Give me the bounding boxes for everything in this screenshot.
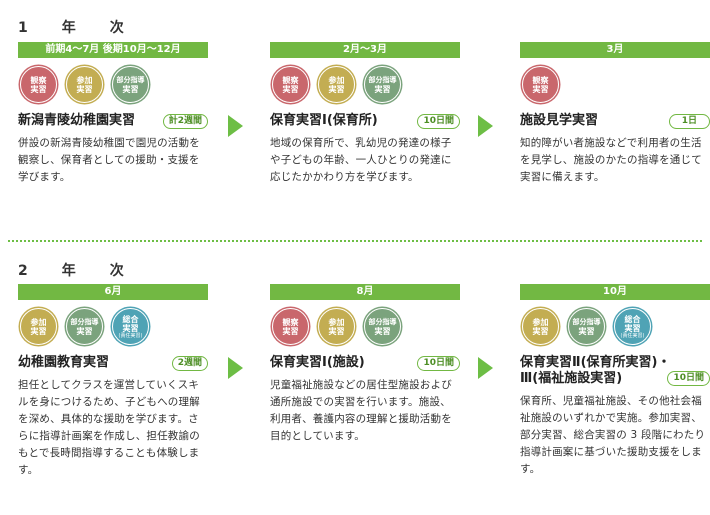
period-banner: 前期4〜7月 後期10月〜12月 xyxy=(18,42,208,58)
participation-badge: 参加実習 xyxy=(318,308,355,345)
observation-badge: 観察実習 xyxy=(272,308,309,345)
observation-badge: 観察実習 xyxy=(522,66,559,103)
card-title: 新潟青陵幼稚園実習 xyxy=(18,113,136,128)
year-1-heading: 1 年 次 xyxy=(18,20,134,36)
card-title-row: 施設見学実習 1日 xyxy=(520,113,710,129)
card-description: 担任としてクラスを運営していくスキルを身につけるため、子どもへの理解を深め、具体… xyxy=(18,379,200,476)
card-description: 地域の保育所で、乳幼児の発達の様子や子どもの年齢、一人ひとりの発達に応じたかかわ… xyxy=(270,137,452,183)
arrow-right-icon xyxy=(478,115,493,137)
card-title-block: 保育実習Ⅱ(保育所実習)・ Ⅲ(福祉施設実習) 10日間 xyxy=(520,355,710,387)
card-title: 施設見学実習 xyxy=(520,113,599,128)
card-description: 児童福祉施設などの居住型施設および通所施設での実習を行います。施設、利用者、養護… xyxy=(270,379,452,442)
partial-guidance-badge: 部分指導実習 xyxy=(112,66,149,103)
partial-guidance-badge: 部分指導実習 xyxy=(364,66,401,103)
participation-badge: 参加実習 xyxy=(318,66,355,103)
practicum-card-nursery-1: 2月〜3月 観察実習 参加実習 部分指導実習 保育実習Ⅰ(保育所) 10日間 地… xyxy=(270,42,460,186)
badge-row: 観察実習 参加実習 部分指導実習 xyxy=(270,307,460,346)
card-title-row: 保育実習Ⅰ(施設) 10日間 xyxy=(270,355,460,371)
partial-guidance-badge: 部分指導実習 xyxy=(66,308,103,345)
badge-row: 観察実習 参加実習 部分指導実習 xyxy=(18,65,208,104)
comprehensive-badge: 総合実習(責任実習) xyxy=(112,308,149,345)
period-banner: 2月〜3月 xyxy=(270,42,460,58)
card-title: 保育実習Ⅰ(施設) xyxy=(270,355,365,370)
year-2-heading: 2 年 次 xyxy=(18,263,134,279)
card-title-row: 新潟青陵幼稚園実習 計2週間 xyxy=(18,113,208,129)
duration-pill: 1日 xyxy=(668,114,710,129)
period-banner: 8月 xyxy=(270,284,460,300)
participation-badge: 参加実習 xyxy=(66,66,103,103)
practicum-card-nursery-2-3: 10月 参加実習 部分指導実習 総合実習(責任実習) 保育実習Ⅱ(保育所実習)・… xyxy=(520,284,710,478)
duration-pill: 10日間 xyxy=(417,114,460,129)
comprehensive-badge: 総合実習(責任実習) xyxy=(614,308,651,345)
badge-row: 観察実習 xyxy=(520,65,710,104)
card-title-row: 幼稚園教育実習 2週間 xyxy=(18,355,208,371)
duration-pill: 10日間 xyxy=(667,371,710,386)
arrow-right-icon xyxy=(228,357,243,379)
period-banner: 6月 xyxy=(18,284,208,300)
duration-pill: 2週間 xyxy=(171,356,208,371)
duration-pill: 10日間 xyxy=(417,356,460,371)
card-description: 保育所、児童福祉施設、その他社会福祉施設のいずれかで実施。参加実習、部分実習、総… xyxy=(520,395,706,475)
practicum-card-kindergarten-education: 6月 参加実習 部分指導実習 総合実習(責任実習) 幼稚園教育実習 2週間 担任… xyxy=(18,284,208,479)
practicum-card-facility-1: 8月 観察実習 参加実習 部分指導実習 保育実習Ⅰ(施設) 10日間 児童福祉施… xyxy=(270,284,460,445)
practicum-card-kindergarten-observation: 前期4〜7月 後期10月〜12月 観察実習 参加実習 部分指導実習 新潟青陵幼稚… xyxy=(18,42,208,186)
observation-badge: 観察実習 xyxy=(272,66,309,103)
card-description: 知的障がい者施設などで利用者の生活を見学し、施設のかたの指導を通じて実習に備えま… xyxy=(520,137,702,183)
card-title: 幼稚園教育実習 xyxy=(18,355,110,370)
arrow-right-icon xyxy=(478,357,493,379)
partial-guidance-badge: 部分指導実習 xyxy=(568,308,605,345)
participation-badge: 参加実習 xyxy=(522,308,559,345)
card-title-line-1: 保育実習Ⅱ(保育所実習)・ xyxy=(520,355,671,370)
period-banner: 10月 xyxy=(520,284,710,300)
card-title-row: 保育実習Ⅰ(保育所) 10日間 xyxy=(270,113,460,129)
badge-row: 観察実習 参加実習 部分指導実習 xyxy=(270,65,460,104)
badge-row: 参加実習 部分指導実習 総合実習(責任実習) xyxy=(520,307,710,346)
duration-pill: 計2週間 xyxy=(162,114,208,129)
partial-guidance-badge: 部分指導実習 xyxy=(364,308,401,345)
card-description: 併設の新潟青陵幼稚園で園児の活動を観察し、保育者としての援助・支援を学びます。 xyxy=(18,137,200,183)
arrow-right-icon xyxy=(228,115,243,137)
participation-badge: 参加実習 xyxy=(20,308,57,345)
card-title: 保育実習Ⅰ(保育所) xyxy=(270,113,378,128)
badge-row: 参加実習 部分指導実習 総合実習(責任実習) xyxy=(18,307,208,346)
period-banner: 3月 xyxy=(520,42,710,58)
year-divider xyxy=(8,240,702,242)
observation-badge: 観察実習 xyxy=(20,66,57,103)
card-title-line-2: Ⅲ(福祉施設実習) xyxy=(520,371,623,386)
practicum-card-facility-visit: 3月 観察実習 施設見学実習 1日 知的障がい者施設などで利用者の生活を見学し、… xyxy=(520,42,710,186)
